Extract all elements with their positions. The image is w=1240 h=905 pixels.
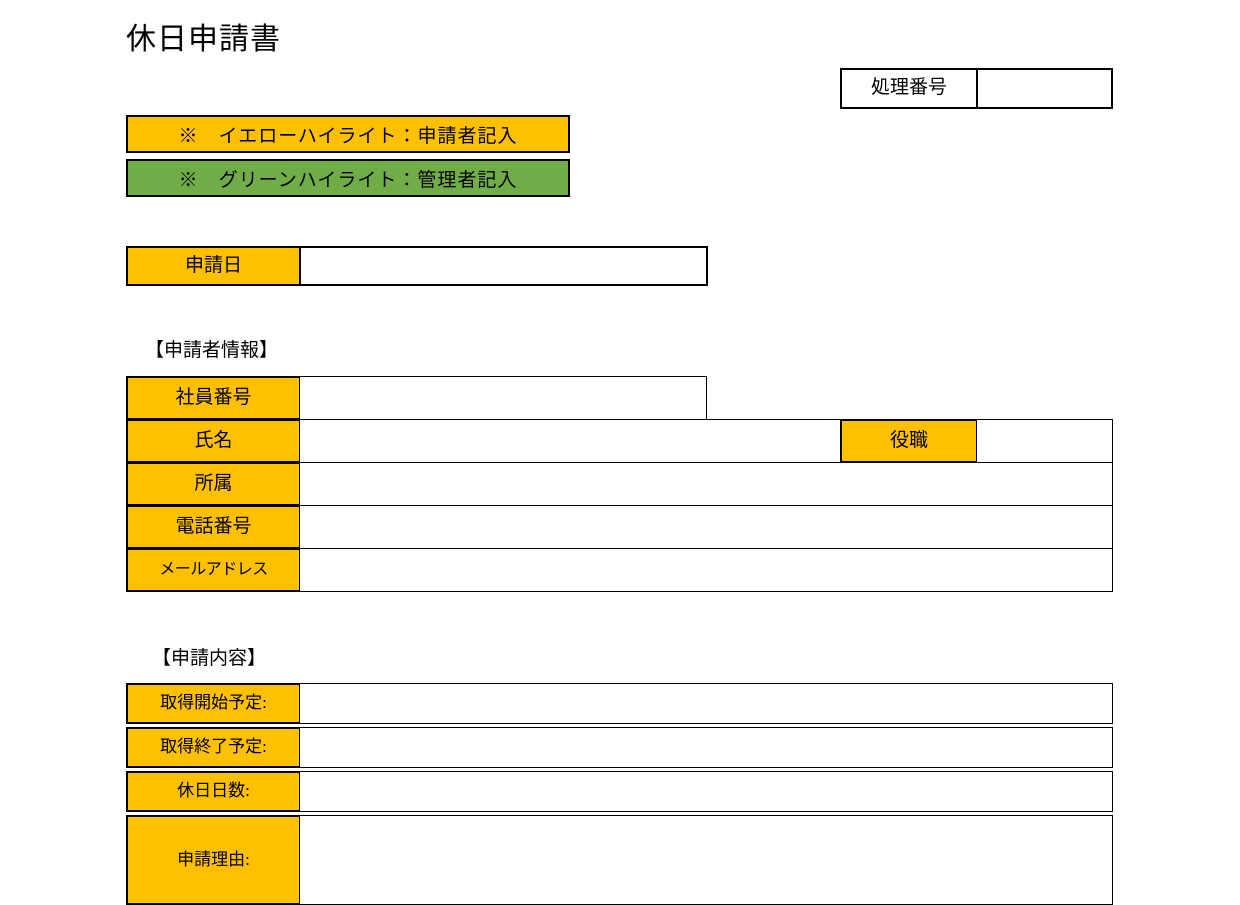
end-date-value[interactable] xyxy=(299,727,1113,768)
position-value[interactable] xyxy=(976,419,1113,463)
holiday-days-value[interactable] xyxy=(299,771,1113,812)
position-label: 役職 xyxy=(840,419,978,463)
employee-number-label: 社員番号 xyxy=(126,376,301,420)
application-date-label: 申請日 xyxy=(126,246,301,286)
email-label-text: メールアドレス xyxy=(159,561,268,579)
reason-value[interactable] xyxy=(299,815,1113,905)
document-page: 休日申請書 処理番号 ※ イエローハイライト：申請者記入 ※ グリーンハイライト… xyxy=(126,23,1113,905)
name-value[interactable] xyxy=(299,419,842,463)
end-date-label-text: 取得終了予定: xyxy=(160,737,267,757)
reason-label: 申請理由: xyxy=(126,815,301,905)
name-label: 氏名 xyxy=(126,419,301,463)
legend-applicant-row: ※ イエローハイライト：申請者記入 xyxy=(126,115,570,153)
holiday-days-label: 休日日数: xyxy=(126,771,301,812)
applicant-section-heading: 【申請者情報】 xyxy=(145,340,279,361)
start-date-value[interactable] xyxy=(299,683,1113,724)
page-title: 休日申請書 xyxy=(126,23,281,56)
reason-label-text: 申請理由: xyxy=(177,849,250,869)
department-label: 所属 xyxy=(126,462,301,506)
holiday-days-label-text: 休日日数: xyxy=(177,781,250,801)
end-date-label: 取得終了予定: xyxy=(126,727,301,768)
email-label: メールアドレス xyxy=(126,548,301,592)
legend-manager-row: ※ グリーンハイライト：管理者記入 xyxy=(126,159,570,197)
phone-number-label: 電話番号 xyxy=(126,505,301,549)
department-value[interactable] xyxy=(299,462,1113,506)
start-date-label: 取得開始予定: xyxy=(126,683,301,724)
processing-number-value[interactable] xyxy=(976,68,1113,109)
phone-number-value[interactable] xyxy=(299,505,1113,549)
content-section-heading: 【申請内容】 xyxy=(152,648,267,669)
start-date-label-text: 取得開始予定: xyxy=(160,693,267,713)
email-value[interactable] xyxy=(299,548,1113,592)
application-date-value[interactable] xyxy=(299,246,708,286)
processing-number-label: 処理番号 xyxy=(840,68,978,109)
employee-number-value[interactable] xyxy=(299,376,707,420)
